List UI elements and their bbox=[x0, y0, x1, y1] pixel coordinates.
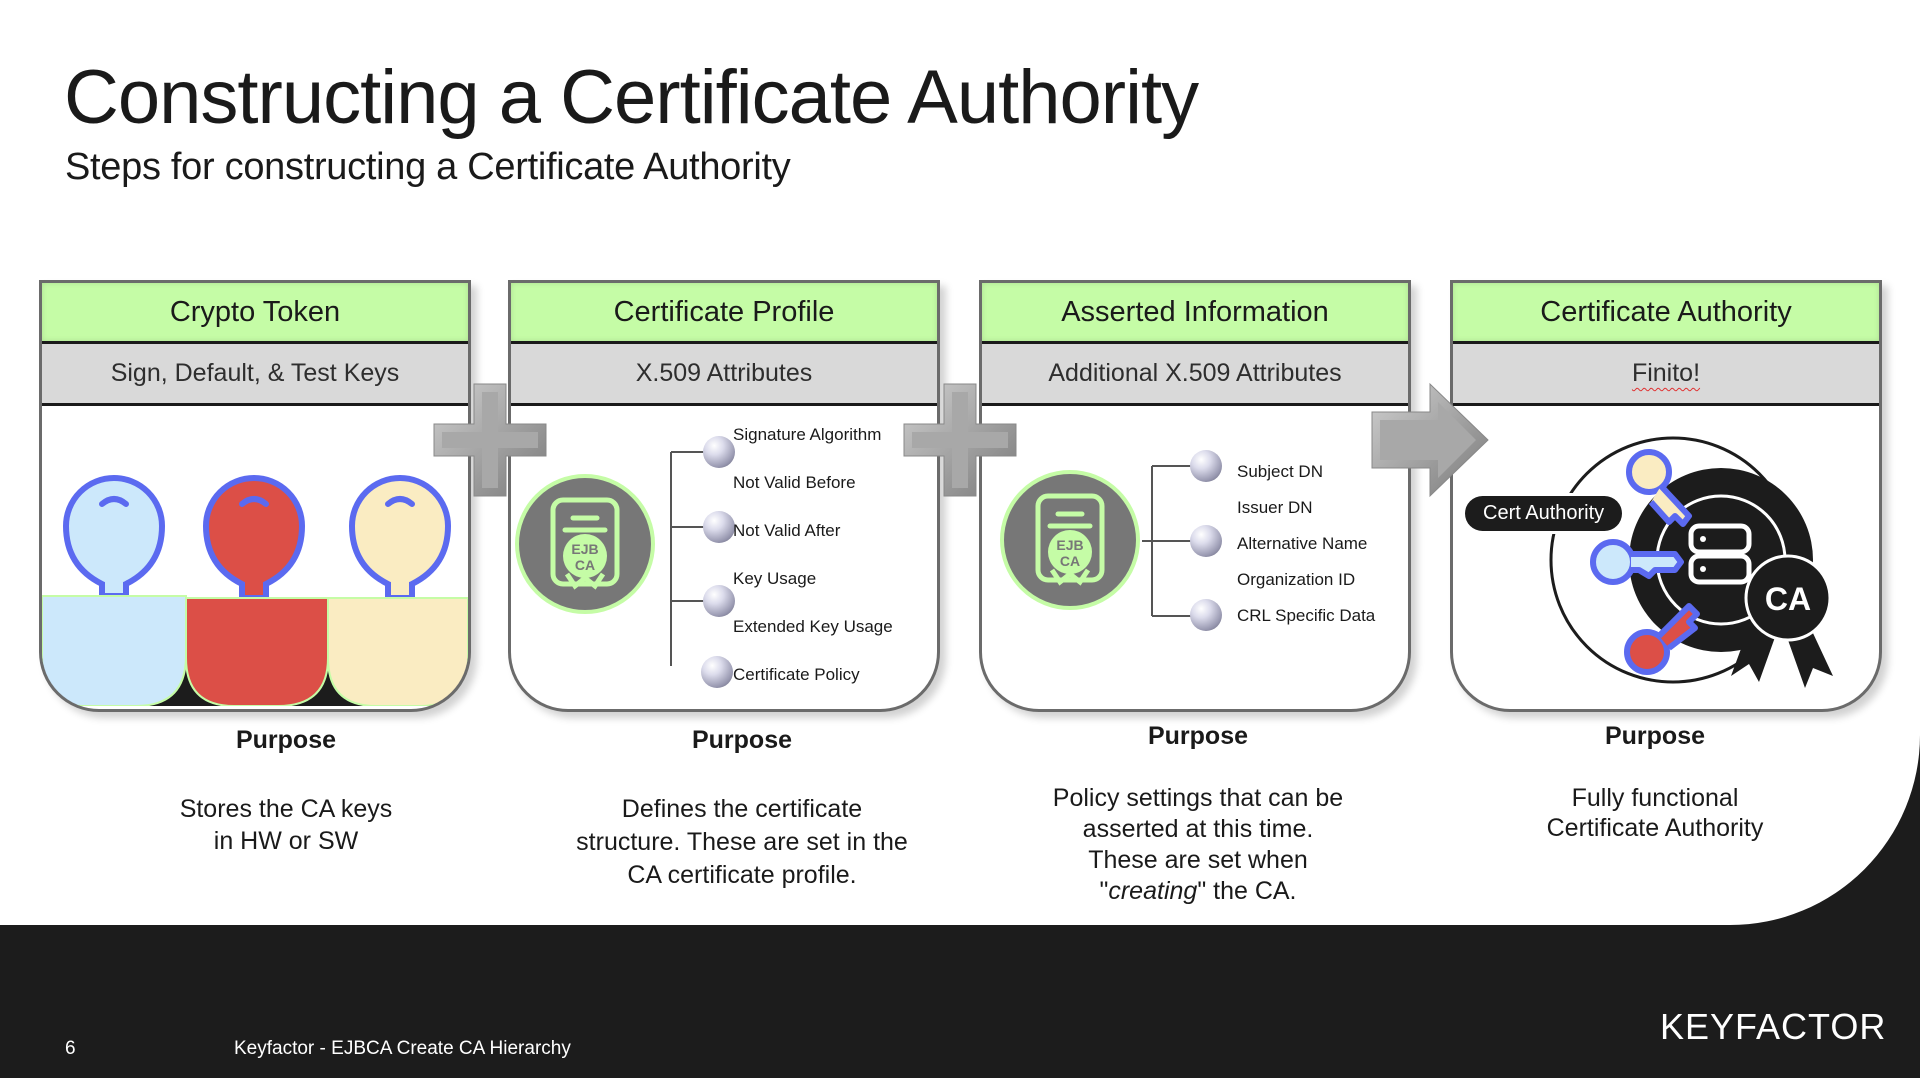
slide-title: Constructing a Certificate Authority bbox=[64, 55, 1199, 140]
bullet-icon bbox=[703, 511, 735, 543]
bullet-icon bbox=[1190, 525, 1222, 557]
attribute-item: Key Usage bbox=[733, 569, 817, 588]
key-red-icon bbox=[185, 475, 329, 706]
key-tokens-icon bbox=[42, 475, 468, 706]
bullet-icon bbox=[703, 585, 735, 617]
panel-certificate-authority: Certificate Authority Finito! Cert Autho… bbox=[1450, 280, 1882, 712]
key-cream-icon bbox=[1626, 449, 1692, 527]
purpose-line: "creating" the CA. bbox=[1099, 877, 1297, 905]
purpose-line: structure. These are set in the bbox=[576, 828, 908, 856]
purpose-line: Stores the CA keys bbox=[179, 795, 393, 823]
slide-subtitle: Steps for constructing a Certificate Aut… bbox=[65, 146, 791, 188]
key-blue-icon bbox=[1590, 539, 1684, 585]
badge-line2: CA bbox=[1060, 553, 1080, 569]
attribute-item: Certificate Policy bbox=[733, 665, 860, 684]
purpose-line: These are set when bbox=[1088, 846, 1308, 874]
purpose-line: Certificate Authority bbox=[1546, 814, 1764, 842]
attribute-item: Issuer DN bbox=[1237, 498, 1313, 517]
plus-icon bbox=[433, 383, 547, 497]
purpose-line: Policy settings that can be bbox=[1052, 784, 1344, 812]
arrow-right-icon bbox=[1371, 382, 1489, 498]
panel-subtitle: Finito! bbox=[1631, 359, 1701, 387]
panel-title: Certificate Authority bbox=[1453, 283, 1879, 344]
emphasis-creating: creating bbox=[1108, 877, 1198, 905]
ejbca-certificate-icon: EJB CA bbox=[515, 474, 655, 614]
ca-badge-label: CA bbox=[1765, 581, 1811, 617]
panel-subtitle: Additional X.509 Attributes bbox=[982, 344, 1408, 406]
page-number: 6 bbox=[65, 1038, 76, 1059]
purpose-label: Purpose bbox=[691, 726, 793, 754]
bullet-icon bbox=[1190, 599, 1222, 631]
purpose-line: in HW or SW bbox=[213, 827, 359, 855]
panel-title: Crypto Token bbox=[42, 283, 468, 344]
attribute-item: CRL Specific Data bbox=[1237, 606, 1376, 625]
purpose-line: CA certificate profile. bbox=[627, 861, 857, 889]
attribute-item: Not Valid After bbox=[733, 521, 841, 540]
bullet-icon bbox=[701, 656, 733, 688]
purpose-text: Stores the CA keys in HW or SW bbox=[70, 793, 502, 857]
purpose-label: Purpose bbox=[235, 726, 337, 754]
panel-certificate-profile: Certificate Profile X.509 Attributes EJB… bbox=[508, 280, 940, 712]
panel-title: Asserted Information bbox=[982, 283, 1408, 344]
bullet-icon bbox=[703, 436, 735, 468]
purpose-line: asserted at this time. bbox=[1082, 815, 1314, 843]
attribute-item: Not Valid Before bbox=[733, 473, 856, 492]
purpose-label: Purpose bbox=[1604, 722, 1706, 750]
footer-text: Keyfactor - EJBCA Create CA Hierarchy bbox=[234, 1038, 571, 1059]
badge-line2: CA bbox=[575, 557, 595, 573]
attribute-item: Signature Algorithm bbox=[733, 425, 882, 444]
purpose-label: Purpose bbox=[1147, 722, 1249, 750]
badge-line1: EJB bbox=[571, 541, 598, 557]
panel-subtitle: Sign, Default, & Test Keys bbox=[42, 344, 468, 406]
badge-line1: EJB bbox=[1056, 537, 1083, 553]
plus-icon bbox=[903, 383, 1017, 497]
cert-authority-pill: Cert Authority bbox=[1465, 496, 1623, 531]
attribute-item: Alternative Name bbox=[1237, 534, 1368, 553]
panel-asserted-information: Asserted Information Additional X.509 At… bbox=[979, 280, 1411, 712]
key-red-icon bbox=[1624, 603, 1700, 675]
attribute-tree-lines bbox=[670, 451, 711, 666]
attribute-item: Extended Key Usage bbox=[733, 617, 893, 636]
panel-subtitle: X.509 Attributes bbox=[511, 344, 937, 406]
keyfactor-logo: KEYFACTOR bbox=[1660, 1006, 1887, 1047]
attribute-tree-lines bbox=[1142, 465, 1197, 617]
panel-title: Certificate Profile bbox=[511, 283, 937, 344]
key-blue-icon bbox=[42, 475, 187, 706]
purpose-line: Fully functional bbox=[1571, 784, 1739, 812]
attribute-item: Subject DN bbox=[1237, 462, 1323, 481]
purpose-text: Policy settings that can be asserted at … bbox=[982, 783, 1414, 907]
purpose-text: Defines the certificate structure. These… bbox=[526, 793, 958, 892]
attribute-item: Organization ID bbox=[1237, 570, 1356, 589]
certificate-authority-icon: CA bbox=[1549, 436, 1833, 688]
panel-subtitle-box: Finito! bbox=[1453, 344, 1879, 406]
purpose-line: Defines the certificate bbox=[621, 795, 863, 823]
key-cream-icon bbox=[327, 475, 468, 706]
ejbca-certificate-icon: EJB CA bbox=[1000, 470, 1140, 610]
purpose-text: Fully functional Certificate Authority bbox=[1439, 783, 1871, 843]
panel-crypto-token: Crypto Token Sign, Default, & Test Keys bbox=[39, 280, 471, 712]
bullet-icon bbox=[1190, 450, 1222, 482]
